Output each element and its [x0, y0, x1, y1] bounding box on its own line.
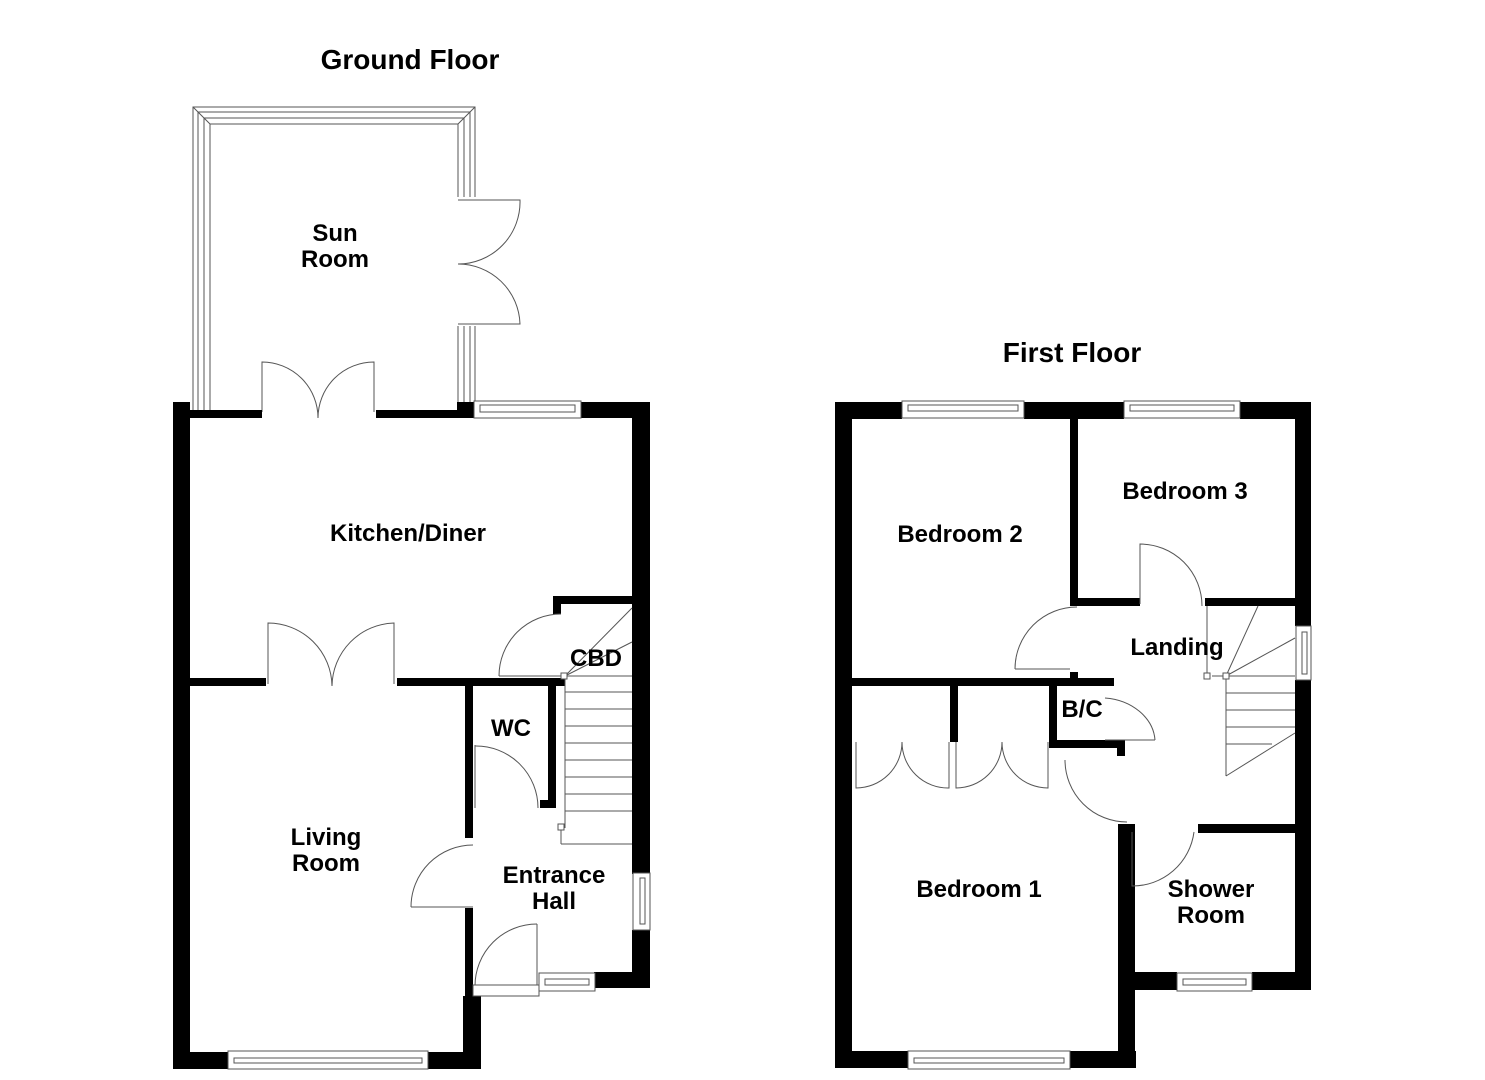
ground-floor-doors	[267, 613, 562, 997]
room-label-landing: Landing	[1130, 634, 1224, 661]
room-label-sun-room: Sun Room	[301, 220, 369, 273]
ground-floor-windows	[227, 400, 651, 1070]
first-floor-stairs	[1203, 605, 1296, 777]
room-label-living-room: Living Room	[290, 824, 362, 877]
room-label-shower-room: Shower Room	[1167, 876, 1255, 929]
room-label-wc: WC	[491, 715, 531, 742]
ground-floor-plan	[173, 106, 651, 1070]
room-label-bc: B/C	[1061, 696, 1103, 723]
ground-floor-walls	[173, 402, 650, 1069]
room-label-cbd: CBD	[570, 645, 622, 672]
first-floor-title: First Floor	[1002, 337, 1142, 368]
first-floor-plan	[835, 400, 1312, 1070]
room-label-bedroom-2: Bedroom 2	[897, 521, 1023, 548]
room-label-entrance-hall: Entrance Hall	[502, 862, 606, 915]
first-floor-walls	[835, 402, 1311, 1068]
room-label-kitchen-diner: Kitchen/Diner	[329, 520, 487, 547]
room-label-bedroom-3: Bedroom 3	[1122, 478, 1248, 505]
room-label-bedroom-1: Bedroom 1	[916, 876, 1042, 903]
ground-floor-title: Ground Floor	[320, 44, 500, 75]
sun-room-frame	[192, 106, 521, 419]
first-floor-windows	[901, 400, 1312, 1070]
ground-floor-stairs	[499, 607, 633, 845]
first-floor-doors	[855, 543, 1203, 887]
